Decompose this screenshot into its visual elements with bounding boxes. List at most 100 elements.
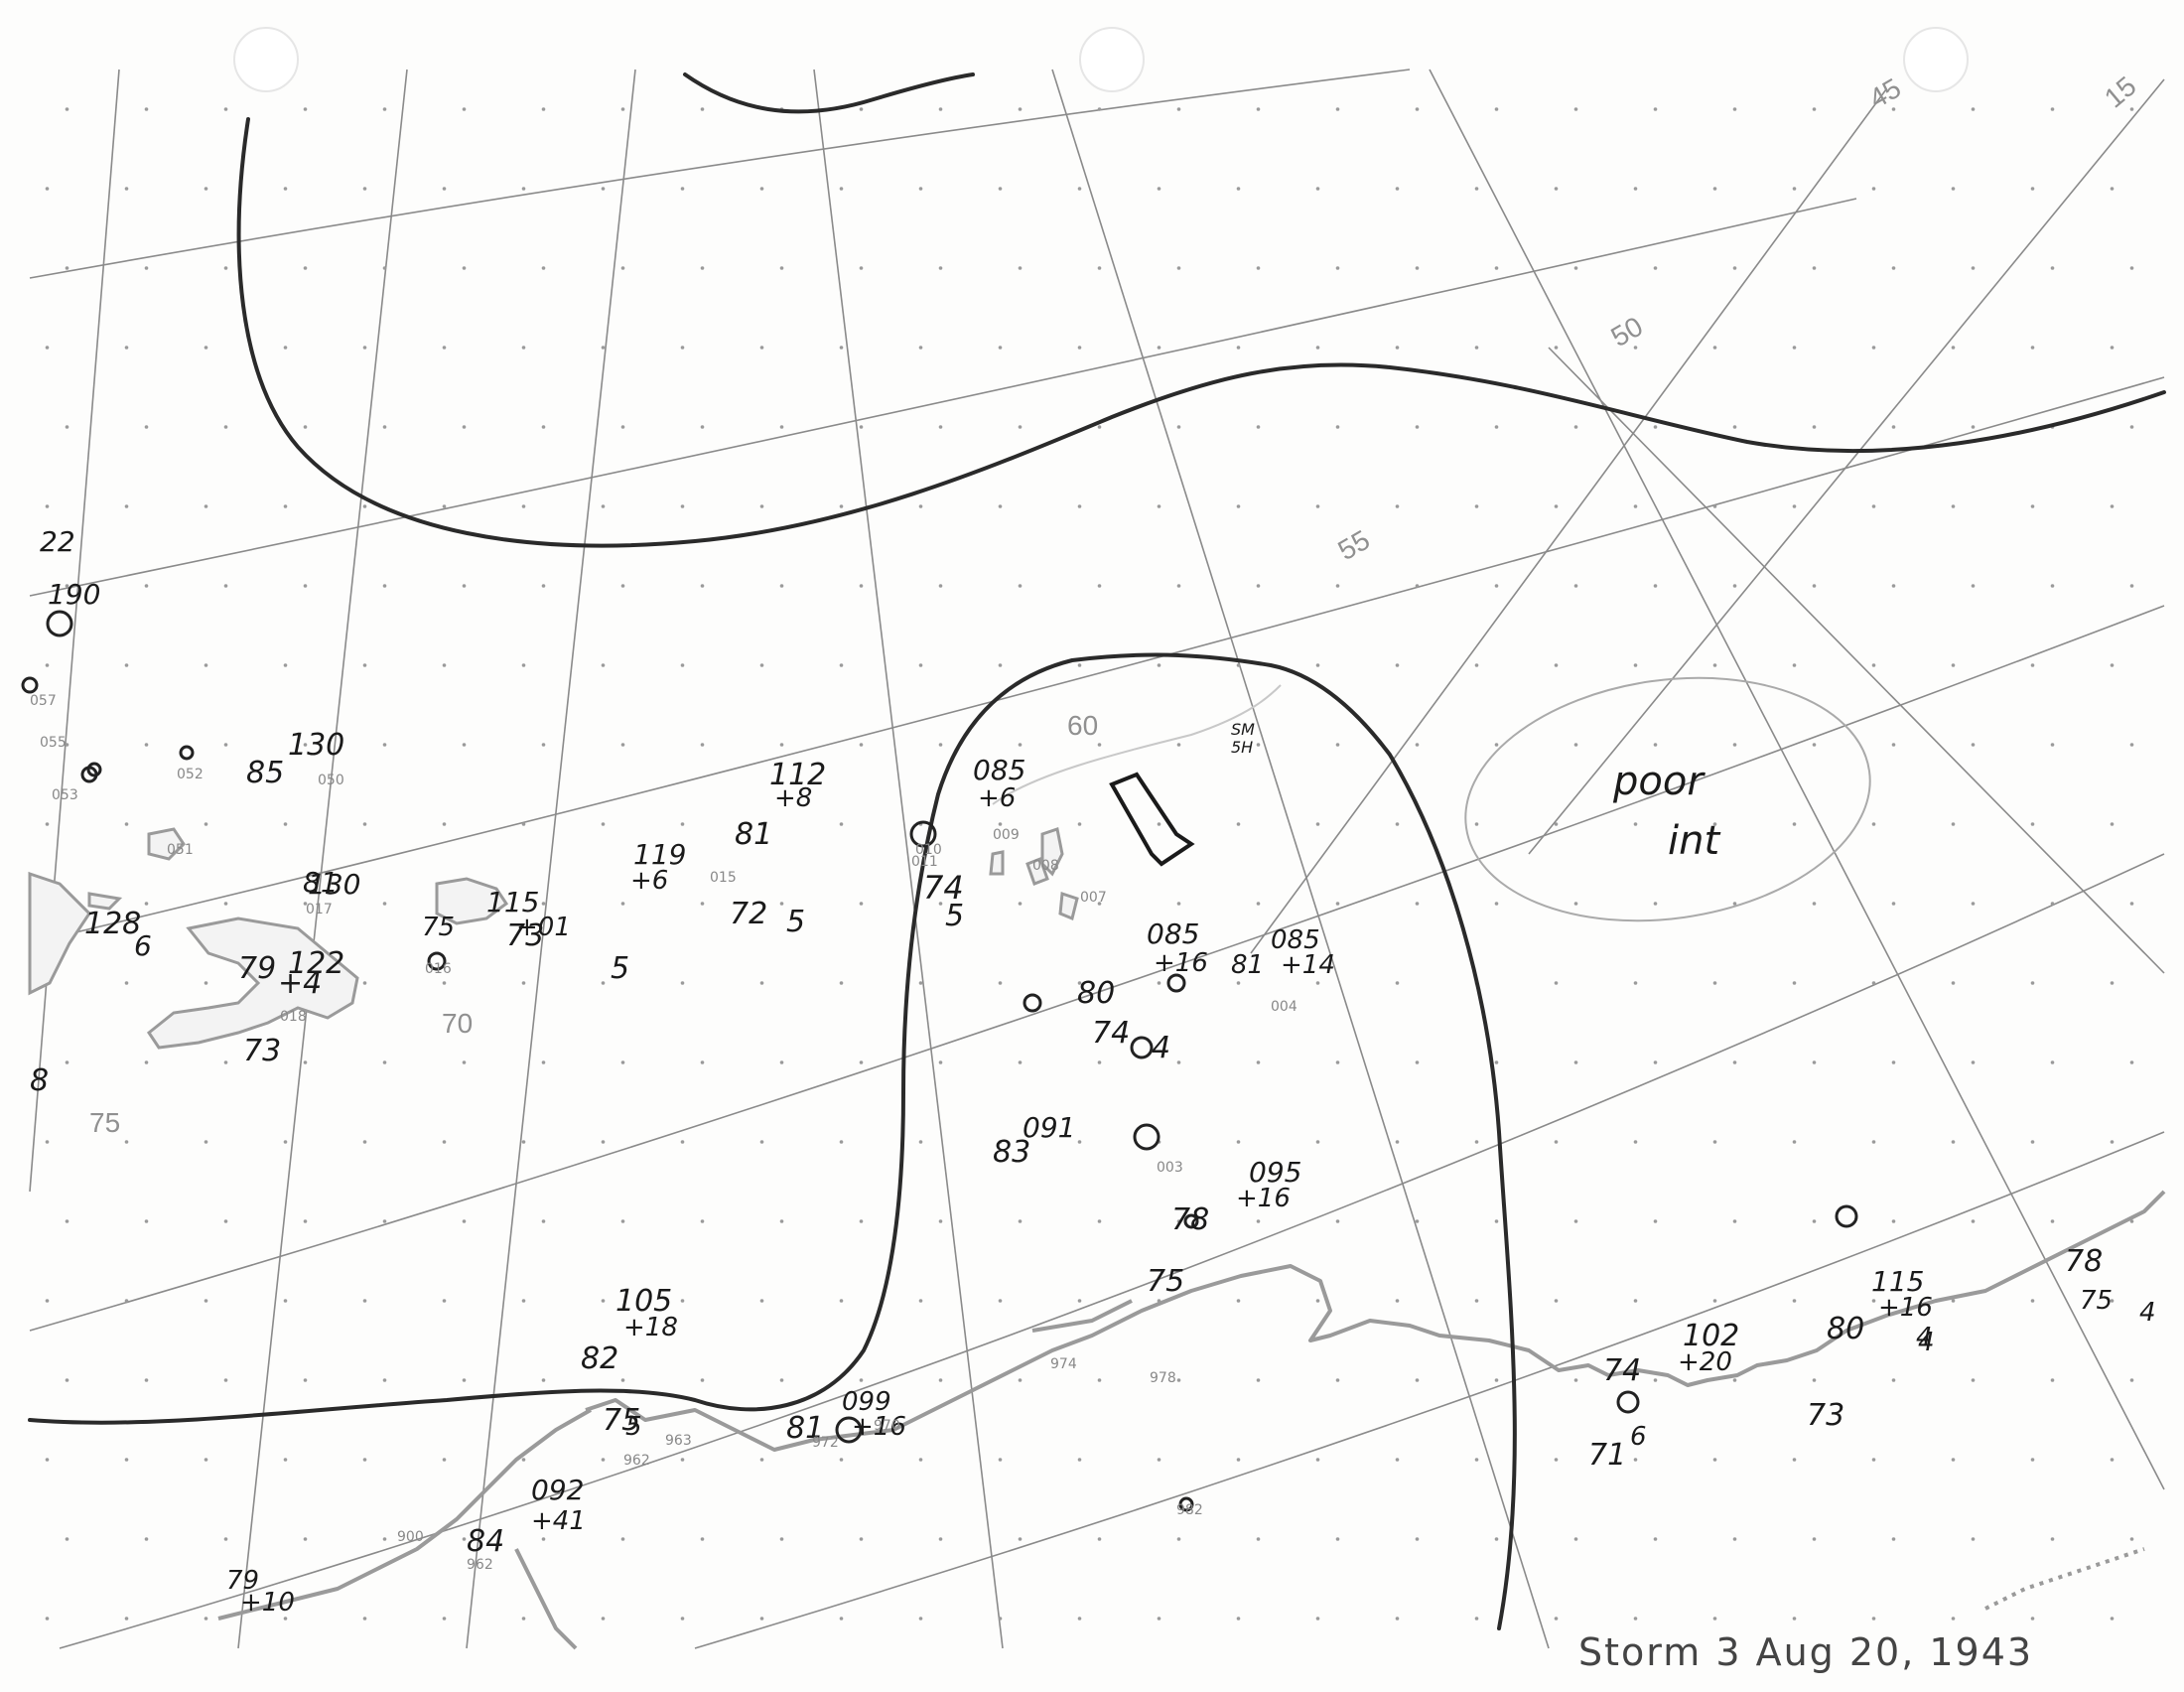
station-number: 057 bbox=[30, 693, 57, 709]
obs-text: 73 bbox=[1807, 1398, 1844, 1433]
annotation-text: poor bbox=[1612, 759, 1706, 804]
obs-text: 4 bbox=[1152, 1031, 1170, 1065]
obs-text: 5 bbox=[625, 1412, 642, 1442]
obs-text: 130 bbox=[288, 728, 344, 763]
latitude-line bbox=[29, 605, 2165, 1332]
lat-label: 15 bbox=[2099, 70, 2142, 114]
obs-text: 74 bbox=[1603, 1353, 1641, 1388]
station-number: 007 bbox=[1080, 890, 1107, 906]
station-circle bbox=[1133, 1123, 1160, 1151]
station-number: 015 bbox=[710, 870, 737, 886]
station-number: 900 bbox=[397, 1529, 424, 1545]
obs-text: 75 bbox=[422, 913, 455, 942]
obs-text: 75 bbox=[1147, 1264, 1184, 1299]
obs-text: 115 bbox=[1871, 1265, 1924, 1298]
meridian-line bbox=[29, 69, 120, 1193]
obs-text: 73 bbox=[243, 1034, 281, 1068]
obs-text: 5 bbox=[786, 905, 805, 939]
lat-label: 50 bbox=[1606, 311, 1648, 352]
station-plots bbox=[21, 610, 1858, 1512]
station-circle bbox=[1178, 1496, 1194, 1512]
station-number: 053 bbox=[52, 787, 78, 803]
island-puerto-rico bbox=[435, 877, 509, 925]
station-number: 016 bbox=[425, 961, 452, 977]
island bbox=[1025, 857, 1049, 886]
station-number: 017 bbox=[306, 902, 333, 917]
island bbox=[87, 892, 123, 911]
obs-text: 4 bbox=[1916, 1323, 1933, 1352]
obs-text: 091 bbox=[1023, 1111, 1075, 1144]
station-number: 009 bbox=[993, 827, 1020, 843]
station-number: 018 bbox=[280, 1009, 307, 1025]
obs-text: 79 bbox=[226, 1566, 259, 1596]
dot-grid bbox=[45, 107, 2134, 1621]
obs-text: +16 bbox=[852, 1412, 906, 1442]
meridian-line bbox=[1528, 78, 2165, 855]
obs-text: 84 bbox=[467, 1524, 504, 1559]
station-number: 011 bbox=[911, 854, 938, 870]
obs-text: 6 bbox=[134, 929, 152, 962]
obs-text: +14 bbox=[1281, 950, 1335, 980]
lat-label: 45 bbox=[1864, 72, 1906, 114]
coast-island-trinidad bbox=[1031, 1299, 1133, 1333]
isobar bbox=[236, 117, 2166, 548]
obs-text: +18 bbox=[623, 1313, 678, 1342]
obs-text: +41 bbox=[531, 1506, 586, 1536]
coast-west bbox=[217, 1408, 592, 1621]
punch-hole bbox=[1079, 27, 1145, 92]
obs-text: +01 bbox=[516, 913, 571, 942]
station-circle bbox=[1166, 973, 1186, 993]
obs-text: 085 bbox=[1147, 917, 1199, 950]
obs-text: 85 bbox=[246, 756, 284, 790]
obs-text: SM bbox=[1231, 720, 1255, 739]
lat-label: 75 bbox=[89, 1107, 120, 1138]
meridian-line bbox=[1429, 69, 2165, 1490]
obs-text: 79 bbox=[238, 951, 276, 986]
obs-text: +6 bbox=[630, 866, 668, 896]
obs-text: 75 bbox=[2080, 1286, 2113, 1316]
island bbox=[989, 850, 1005, 876]
obs-text: 73 bbox=[506, 918, 544, 953]
meridian-line bbox=[466, 69, 636, 1649]
coast-south-america bbox=[585, 1190, 2166, 1452]
station-circle bbox=[46, 610, 73, 637]
coast-inlet bbox=[514, 1548, 578, 1650]
isobar-faint bbox=[992, 684, 1282, 805]
obs-text: 5 bbox=[945, 899, 964, 933]
obs-text: 4 bbox=[1918, 1328, 1935, 1357]
station-number: 962 bbox=[467, 1557, 493, 1573]
lat-label: 55 bbox=[1333, 524, 1375, 566]
obs-text: 128 bbox=[84, 907, 141, 941]
isobars bbox=[28, 72, 2166, 1630]
latitude-line bbox=[694, 1131, 2165, 1649]
island bbox=[1040, 827, 1064, 877]
punch-hole bbox=[233, 27, 299, 92]
meridian-line bbox=[1250, 88, 1887, 954]
isobar bbox=[28, 652, 1517, 1630]
island-cuba bbox=[28, 871, 91, 996]
obs-text: 72 bbox=[730, 897, 767, 931]
obs-text: 22 bbox=[40, 525, 75, 558]
station-number: 970 bbox=[874, 1418, 900, 1434]
obs-text: 092 bbox=[531, 1474, 584, 1506]
latitude-line bbox=[29, 69, 1411, 279]
graticule bbox=[29, 69, 2165, 1649]
lat-label: 60 bbox=[1067, 710, 1098, 741]
lat-label: 70 bbox=[442, 1008, 473, 1039]
station-number: 052 bbox=[177, 767, 204, 782]
station-number: 055 bbox=[40, 735, 67, 751]
station-number: 051 bbox=[167, 842, 194, 858]
obs-text: +10 bbox=[240, 1588, 295, 1618]
obs-text: 4 bbox=[2139, 1298, 2156, 1328]
station-number: 008 bbox=[1032, 858, 1059, 874]
map-caption: Storm 3 Aug 20, 1943 bbox=[1578, 1630, 2034, 1674]
station-number: 004 bbox=[1271, 999, 1297, 1015]
latitude-line bbox=[29, 198, 1857, 597]
obs-text: 6 bbox=[1630, 1422, 1647, 1452]
annotation-oval bbox=[1464, 676, 1871, 922]
obs-text: 112 bbox=[769, 758, 826, 792]
meridian-line bbox=[813, 69, 1004, 1649]
obs-text: 74 bbox=[1092, 1016, 1130, 1051]
